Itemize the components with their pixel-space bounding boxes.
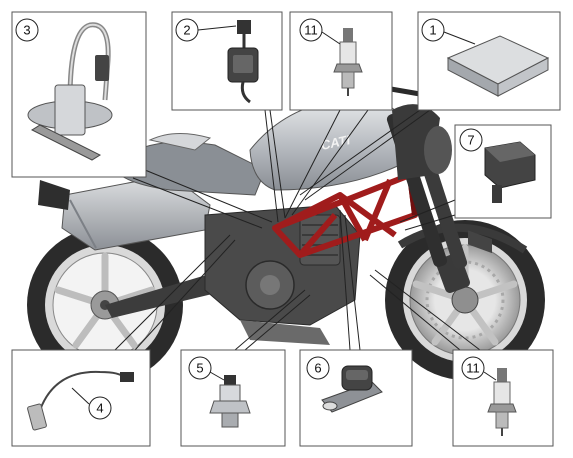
map-sensor-illustration xyxy=(321,365,383,413)
callout-badge-7 xyxy=(459,128,483,152)
ecu-illustration xyxy=(446,35,550,254)
callout-box-3: 3 xyxy=(11,11,147,178)
callout-number-4: 4 xyxy=(96,401,103,416)
callout-number-11-top: 11 xyxy=(304,23,318,38)
callout-box-11-bottom: 11 xyxy=(452,349,554,447)
temperature-sensor-illustration xyxy=(209,375,251,428)
callout-box-6: 6 xyxy=(299,349,413,447)
spark-plug-top-illustration xyxy=(333,28,363,96)
callout-badge-1 xyxy=(421,18,445,42)
motorcycle-illustration: CATI xyxy=(27,85,545,383)
callout-number-7: 7 xyxy=(467,133,474,148)
sensor-2-illustration xyxy=(227,20,259,104)
callout-box-5: 5 xyxy=(180,349,286,447)
callout-badge-11-top xyxy=(299,18,323,42)
callout-number-2: 2 xyxy=(183,23,190,38)
callout-box-7: 7 xyxy=(454,124,552,219)
callout-number-6: 6 xyxy=(314,361,321,376)
callout-number-3: 3 xyxy=(23,23,30,38)
lambda-sensor-illustration xyxy=(27,370,134,431)
callout-badge-3 xyxy=(15,18,39,42)
callout-badge-6 xyxy=(306,356,330,380)
callout-badge-4 xyxy=(88,396,112,420)
callout-number-1: 1 xyxy=(429,23,436,38)
callout-box-4: 4 xyxy=(11,349,151,447)
callout-number-11-bottom: 11 xyxy=(466,361,480,376)
fuel-pump-illustration xyxy=(27,22,113,161)
front-wheel xyxy=(385,220,545,380)
callout-box-2: 2 xyxy=(171,11,283,111)
callout-number-5: 5 xyxy=(196,361,203,376)
callout-box-1: 1 xyxy=(417,11,561,254)
callout-badge-11-bottom xyxy=(461,356,485,380)
callout-box-11-top: 11 xyxy=(289,11,393,111)
tank-brand-lettering: CATI xyxy=(320,132,352,153)
leader-lines xyxy=(114,109,481,351)
rear-wheel xyxy=(27,227,183,383)
spark-plug-bottom-illustration xyxy=(487,368,517,436)
ignition-coil-illustration xyxy=(484,141,536,203)
callout-badge-5 xyxy=(188,356,212,380)
tail xyxy=(148,133,212,151)
